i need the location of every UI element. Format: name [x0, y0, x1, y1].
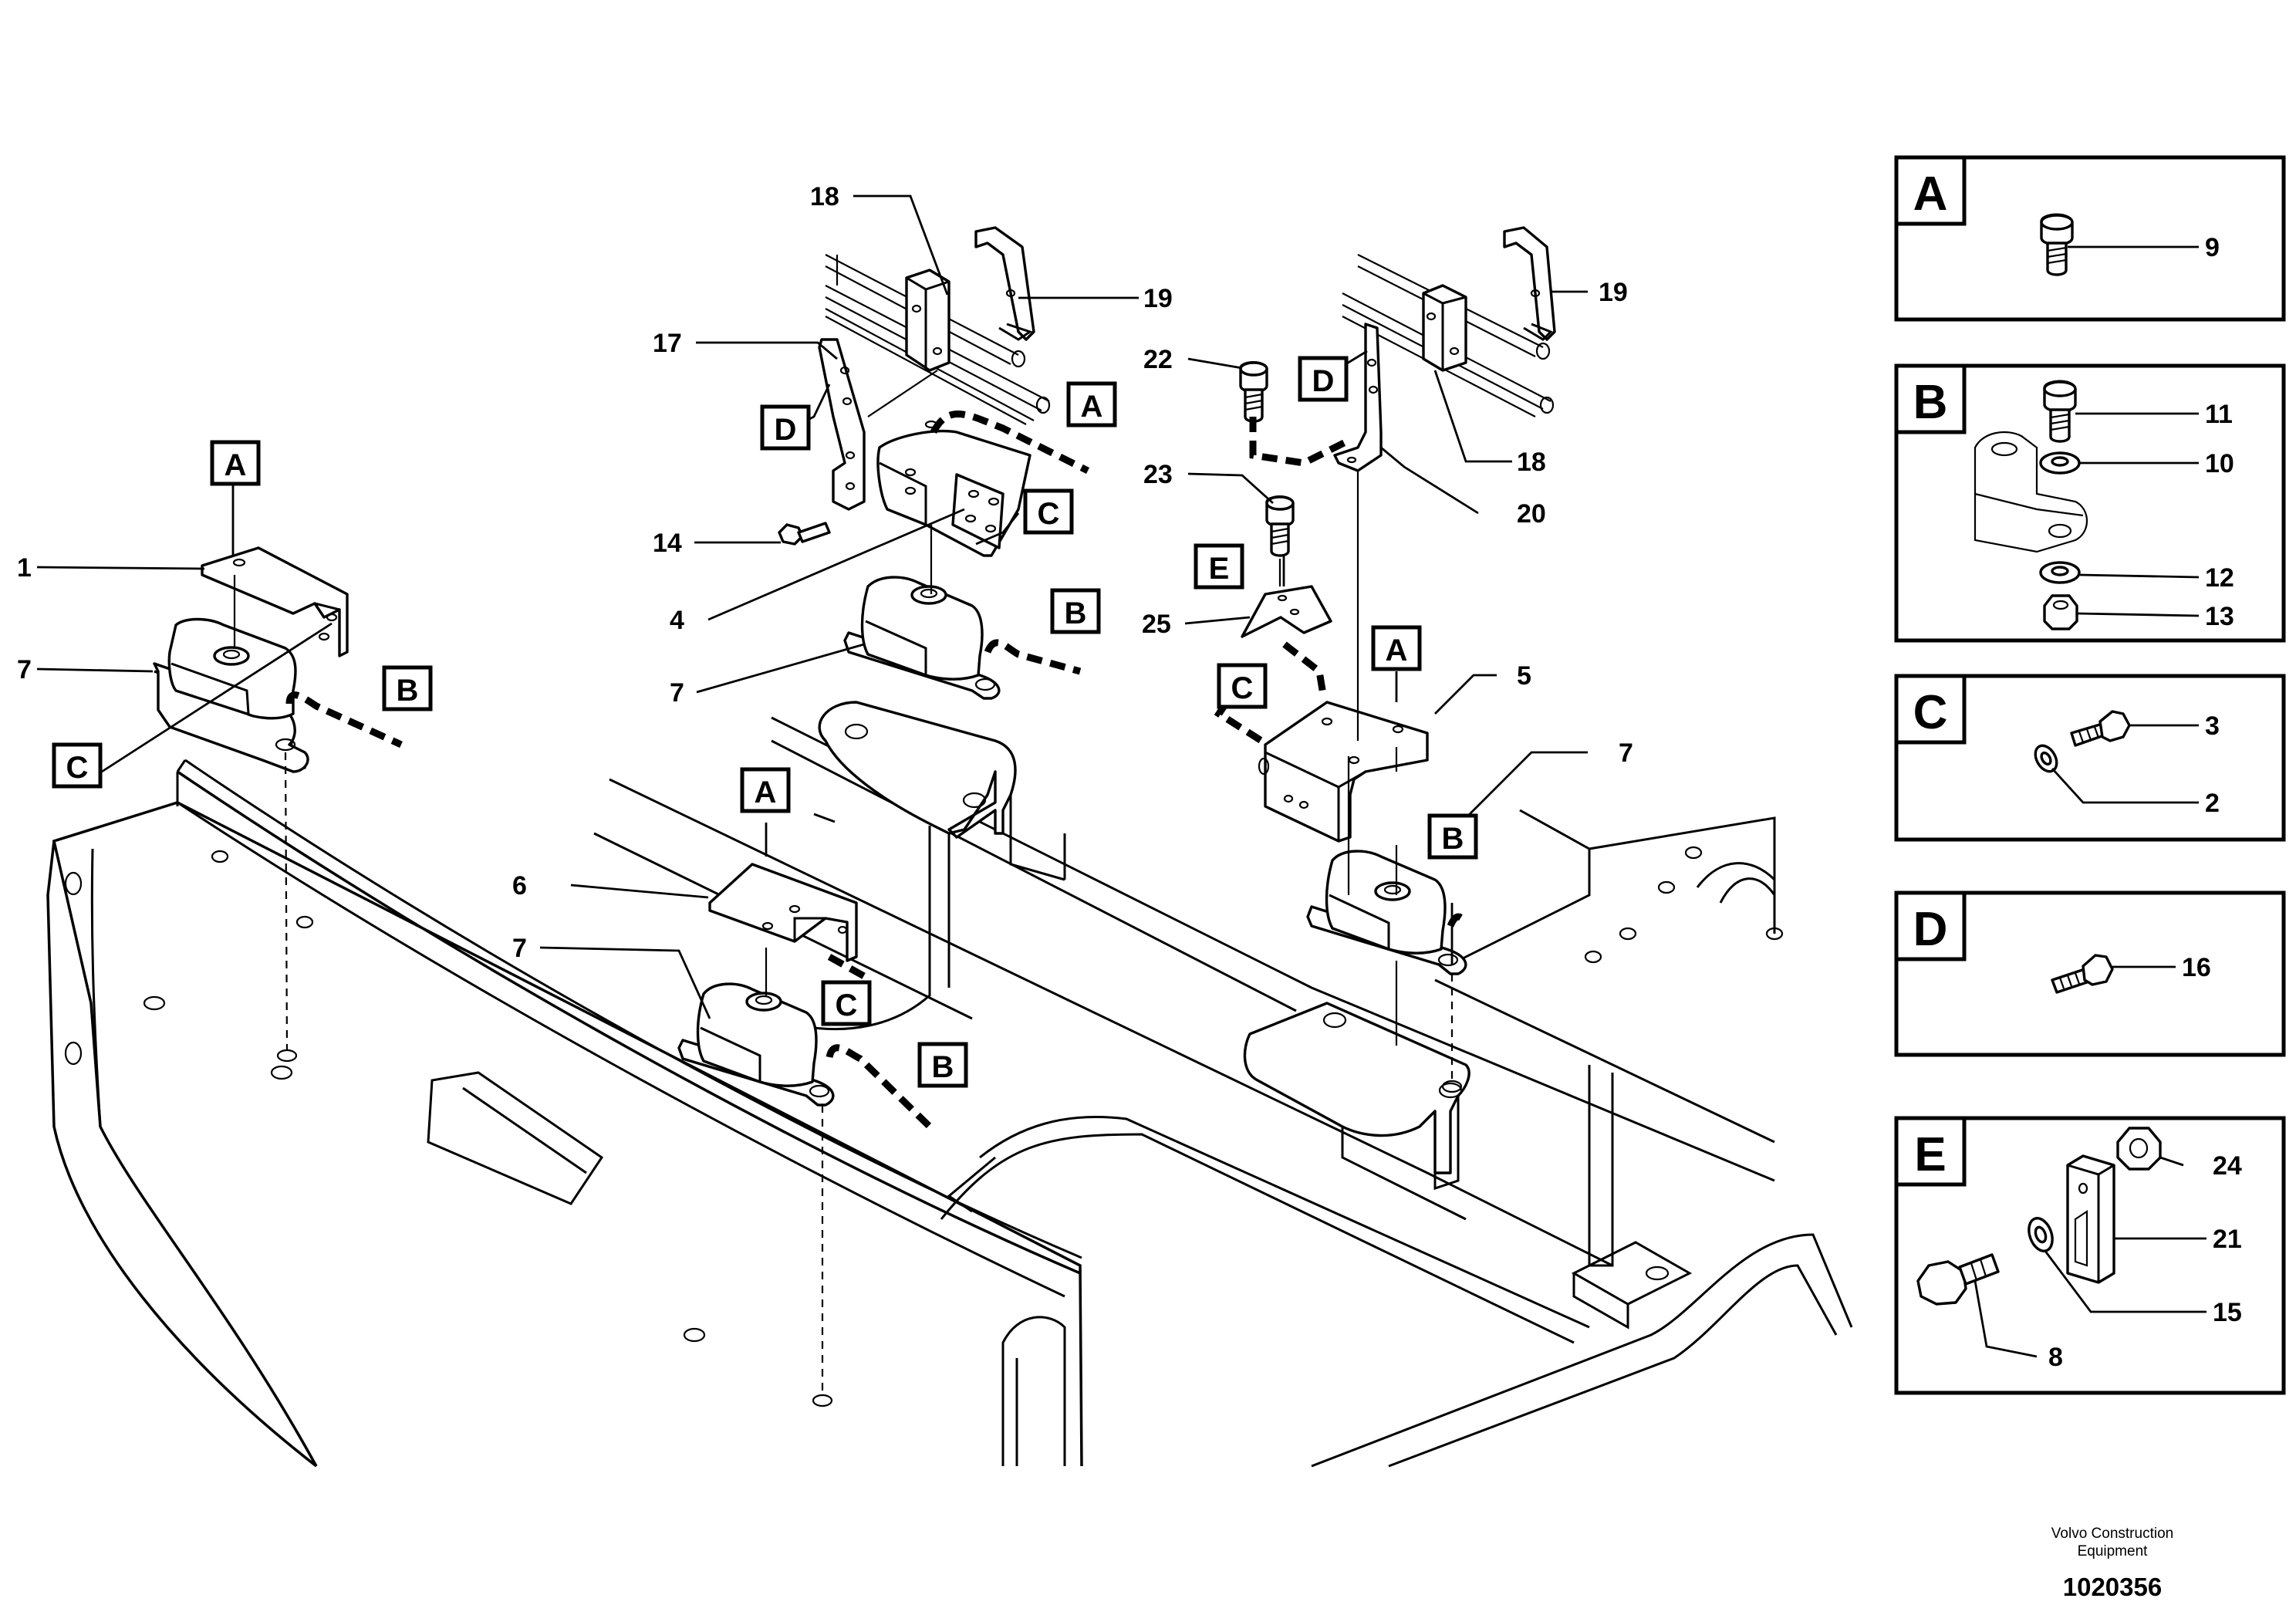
tag-d-left: D [775, 413, 797, 447]
rubber-mount-left [153, 617, 309, 773]
bolt-14 [778, 522, 831, 546]
tag-c-top: C [1038, 497, 1060, 531]
footer: Volvo Construction Equipment 1020356 [2051, 1526, 2173, 1601]
detail-panel-d: D 16 [1894, 890, 2286, 1057]
counterweight-frame [46, 759, 1083, 1468]
callout-23: 23 [1143, 460, 1173, 489]
detail-panel-c: C 3 2 [1894, 674, 2286, 842]
panel-e-letter: E [1914, 1128, 1946, 1181]
tag-b-top: B [1065, 596, 1087, 630]
assembly-lines [233, 370, 1469, 1407]
tag-c-left: C [66, 751, 89, 785]
detail-panel-e: E 24 21 15 8 [1894, 1116, 2286, 1395]
part-8: 8 [2048, 1343, 2063, 1372]
rubber-mount-center-top [843, 576, 1001, 700]
callout-19-right: 19 [1599, 278, 1628, 307]
tag-c-right: C [1231, 671, 1254, 705]
washer-icon [2039, 561, 2081, 584]
callout-6: 6 [512, 871, 527, 901]
bolt-icon [2043, 380, 2077, 443]
callout-7-center-bottom: 7 [512, 934, 527, 963]
callout-25: 25 [1142, 610, 1171, 639]
tag-c-center: C [836, 988, 858, 1022]
callout-18-right: 18 [1517, 448, 1546, 477]
part-10: 10 [2205, 449, 2234, 478]
machine-frame [593, 716, 1853, 1468]
bracket-6 [708, 863, 858, 962]
tag-d-right: D [1312, 364, 1335, 398]
washer-icon [2028, 1217, 2054, 1252]
bracket-4 [876, 420, 1032, 557]
panel-c-letter: C [1913, 686, 1948, 739]
part-3: 3 [2205, 711, 2220, 741]
washer-icon [2039, 451, 2081, 475]
tag-a-right: A [1386, 634, 1408, 667]
nut-icon [2043, 594, 2078, 630]
nut-icon [2116, 1127, 2162, 1171]
part-21: 21 [2213, 1225, 2242, 1254]
tube-assembly-right [1333, 226, 1556, 741]
plate-25 [1241, 585, 1332, 638]
tag-b-center: B [932, 1050, 954, 1084]
bracket-1 [201, 546, 349, 657]
callout-4: 4 [670, 606, 684, 635]
tag-b-right: B [1442, 822, 1464, 856]
mount-sketch [1974, 431, 2088, 553]
rubber-mount-center-bottom [677, 982, 835, 1107]
part-13: 13 [2205, 602, 2234, 631]
tag-a-top: A [1081, 390, 1103, 424]
bolt-icon [2070, 710, 2131, 747]
bolt-icon [2040, 213, 2074, 276]
callout-20: 20 [1517, 499, 1546, 529]
frame-support-brackets [802, 701, 1591, 1265]
part-12: 12 [2205, 563, 2234, 593]
part-9: 9 [2205, 233, 2220, 262]
callout-18-left: 18 [810, 182, 839, 211]
tag-a-left: A [225, 448, 247, 482]
company-name-line1: Volvo Construction [2051, 1526, 2173, 1542]
bolt-22 [1239, 361, 1268, 423]
tag-a-center: A [755, 776, 777, 809]
callout-5: 5 [1517, 661, 1531, 691]
callout-numbers: 1 7 18 19 17 14 4 7 6 7 22 23 25 5 7 19 … [17, 182, 1633, 963]
leader-lines [36, 194, 1588, 1019]
part-24: 24 [2213, 1151, 2242, 1181]
part-2: 2 [2205, 789, 2220, 818]
detail-panel-a: A 9 [1894, 155, 2286, 322]
panel-b-letter: B [1913, 376, 1948, 429]
part-16: 16 [2182, 953, 2211, 982]
bracket-5 [1258, 701, 1429, 843]
detail-panel-b: B 11 10 12 13 [1894, 363, 2286, 643]
rubber-mount-right [1306, 850, 1467, 975]
clamp-icon [2066, 1154, 2115, 1284]
callout-17: 17 [653, 329, 682, 358]
tag-e: E [1209, 552, 1230, 586]
callout-7-left: 7 [17, 655, 32, 684]
callout-22: 22 [1143, 345, 1173, 374]
tube-assembly-left [818, 226, 1051, 511]
tag-b-left: B [397, 674, 419, 708]
drawing-number: 1020356 [2063, 1573, 2162, 1601]
callout-7-center-top: 7 [670, 678, 684, 708]
bolt-23 [1265, 495, 1295, 557]
bolt-icon [2051, 954, 2114, 994]
part-11: 11 [2205, 400, 2233, 429]
bolt-icon [1916, 1253, 2000, 1306]
panel-d-letter: D [1913, 903, 1948, 956]
callout-1: 1 [17, 553, 32, 583]
callout-7-right: 7 [1619, 738, 1633, 768]
part-15: 15 [2213, 1298, 2242, 1327]
callout-19-left: 19 [1143, 284, 1173, 313]
callout-14: 14 [653, 529, 682, 558]
company-name-line2: Equipment [2078, 1543, 2149, 1559]
panel-a-letter: A [1913, 167, 1948, 221]
letter-tags: A B C D A C B A C B D E C A B [52, 356, 1478, 1088]
